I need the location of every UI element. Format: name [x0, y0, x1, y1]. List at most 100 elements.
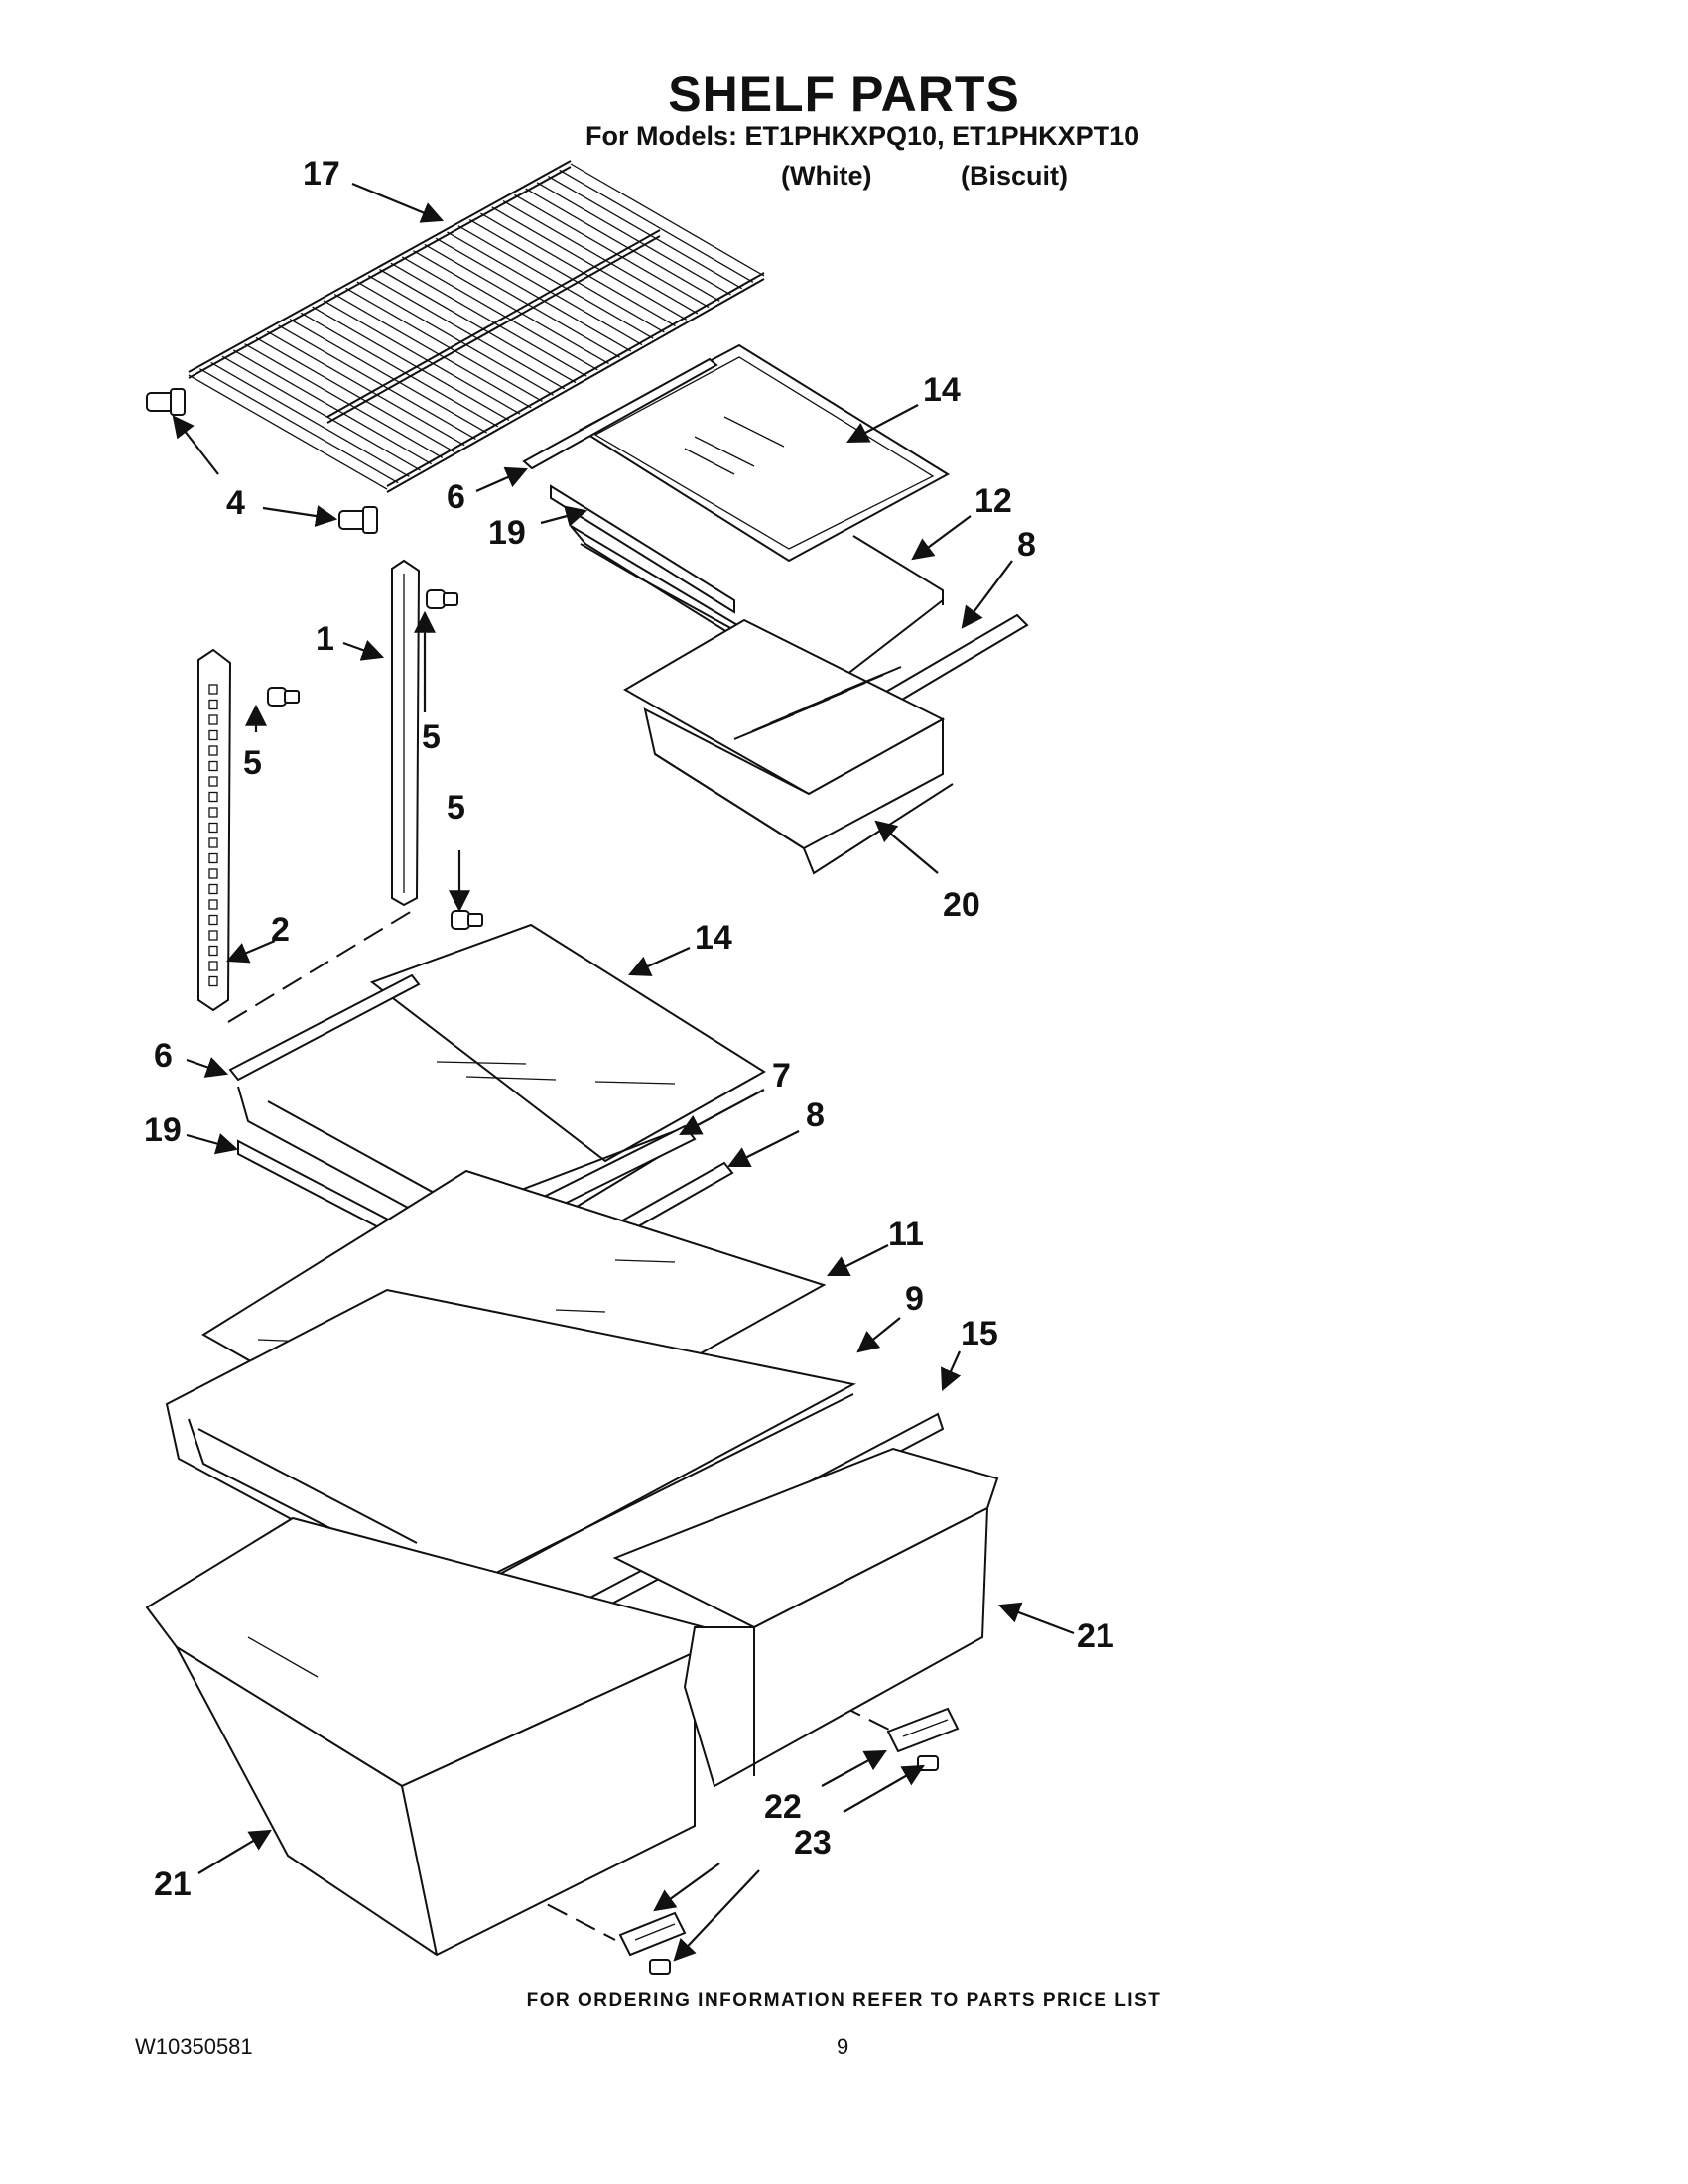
- drawing-stroke: [367, 275, 566, 390]
- upper-side-rail-part: [550, 484, 767, 658]
- lens-right-part: [886, 1707, 960, 1753]
- left-ladder-rail-part: [197, 648, 232, 1012]
- callout-7: 7: [772, 1057, 791, 1094]
- callout-5-right: 5: [422, 718, 441, 756]
- ladder-slot: [208, 930, 218, 941]
- leader-lines: [172, 182, 1075, 1962]
- ladder-slot: [208, 791, 218, 803]
- drawing-stroke: [333, 293, 532, 409]
- drawing-stroke: [255, 336, 454, 452]
- callout-11: 11: [888, 1216, 924, 1253]
- drawing-stroke: [244, 343, 444, 458]
- crisper-drawer-left-part: [145, 1516, 707, 1957]
- upper-glass-shelf-part: [579, 343, 950, 563]
- clip-left-part: [649, 1959, 671, 1975]
- ladder-slot: [208, 945, 218, 957]
- ladder-slot: [208, 760, 218, 772]
- callout-17: 17: [303, 155, 340, 193]
- drawing-stroke: [198, 368, 399, 484]
- drawing-stroke: [447, 231, 643, 346]
- page-title: SHELF PARTS: [668, 66, 1020, 122]
- callout-4: 4: [226, 484, 245, 522]
- drawing-stroke: [413, 250, 609, 365]
- drawing-stroke: [435, 237, 632, 352]
- screw-2: [267, 687, 300, 707]
- callout-9: 9: [905, 1280, 924, 1318]
- alignment-line-lens-left: [490, 1874, 616, 1941]
- callout-5-left: 5: [243, 744, 262, 782]
- drawing-stroke: [289, 319, 487, 434]
- callout-5-lower: 5: [447, 789, 465, 827]
- drawing-stroke: [536, 182, 731, 296]
- ladder-slot: [208, 822, 218, 834]
- shelf-peg-upper: [146, 388, 186, 416]
- ladder-slot: [208, 914, 218, 926]
- wire-shelf-part: [188, 160, 765, 493]
- callout-8-upper: 8: [1017, 526, 1036, 564]
- callout-14-middle: 14: [695, 919, 732, 957]
- ladder-slot: [208, 961, 218, 971]
- ordering-note: FOR ORDERING INFORMATION REFER TO PARTS …: [526, 1991, 1162, 2011]
- ladder-slot: [208, 975, 218, 987]
- drawing-stroke: [210, 361, 410, 477]
- drawing-stroke: [266, 330, 465, 447]
- drawing-stroke: [514, 193, 710, 309]
- middle-front-trim-6-part: [228, 973, 421, 1082]
- document-number: W10350581: [135, 2034, 253, 2059]
- upper-front-trim-part: [522, 357, 718, 470]
- drawing-stroke: [312, 306, 510, 422]
- ladder-slot: [208, 776, 218, 787]
- callout-19-upper: 19: [488, 514, 526, 552]
- ladder-slot: [208, 899, 218, 910]
- callout-8-middle: 8: [806, 1096, 825, 1134]
- drawing-stroke: [548, 175, 742, 290]
- ladder-slot: [208, 883, 218, 895]
- ladder-slot: [208, 684, 218, 695]
- callout-23: 23: [794, 1824, 832, 1862]
- crisper-drawer-right-part: [612, 1447, 999, 1788]
- lens-left-part: [618, 1911, 687, 1957]
- callout-21-left: 21: [154, 1865, 192, 1903]
- variant-white-label: (White): [781, 161, 872, 191]
- screw-1: [426, 589, 458, 609]
- drawing-stroke: [300, 312, 499, 428]
- ladder-slot: [208, 729, 218, 741]
- drawing-stroke: [525, 188, 720, 302]
- callout-6-middle: 6: [154, 1037, 173, 1075]
- models-line: For Models: ET1PHKXPQ10, ET1PHKXPT10: [585, 121, 1140, 151]
- callout-14-upper: 14: [923, 371, 961, 409]
- crisper-cover-frame-part: [165, 1288, 856, 1605]
- ladder-slot: [208, 852, 218, 864]
- meat-pan-part: [622, 618, 954, 875]
- drawing-stroke: [390, 262, 587, 377]
- drawing-stroke: [502, 200, 699, 315]
- shelf-peg-lower: [338, 506, 378, 534]
- ladder-slot: [208, 868, 218, 879]
- right-ladder-rail-part: [391, 559, 421, 907]
- drawing-stroke: [232, 349, 433, 465]
- drawing-stroke: [323, 300, 521, 415]
- drawing-stroke: [841, 666, 902, 693]
- drawing-stroke: [379, 268, 577, 384]
- drawing-stroke: [491, 206, 688, 321]
- callout-22: 22: [764, 1788, 802, 1826]
- callout-15: 15: [961, 1315, 998, 1352]
- drawing-stroke: [457, 225, 654, 339]
- ladder-slot: [208, 714, 218, 725]
- drawing-stroke: [468, 218, 665, 333]
- drawing-stroke: [356, 281, 554, 396]
- screw-3: [451, 910, 483, 930]
- callout-2: 2: [271, 911, 290, 949]
- drawing-stroke: [480, 212, 676, 327]
- callout-21-right: 21: [1077, 1617, 1114, 1655]
- drawing-stroke: [401, 256, 598, 371]
- drawing-stroke: [424, 243, 621, 358]
- callout-1: 1: [316, 620, 334, 658]
- ladder-slot: [208, 837, 218, 848]
- callout-19-middle: 19: [144, 1111, 182, 1149]
- alignment-line-rails: [227, 907, 418, 1023]
- ladder-slot: [208, 699, 218, 710]
- middle-glass-shelf-part: [369, 923, 766, 1163]
- drawing-stroke: [221, 355, 421, 471]
- callout-12: 12: [974, 482, 1012, 520]
